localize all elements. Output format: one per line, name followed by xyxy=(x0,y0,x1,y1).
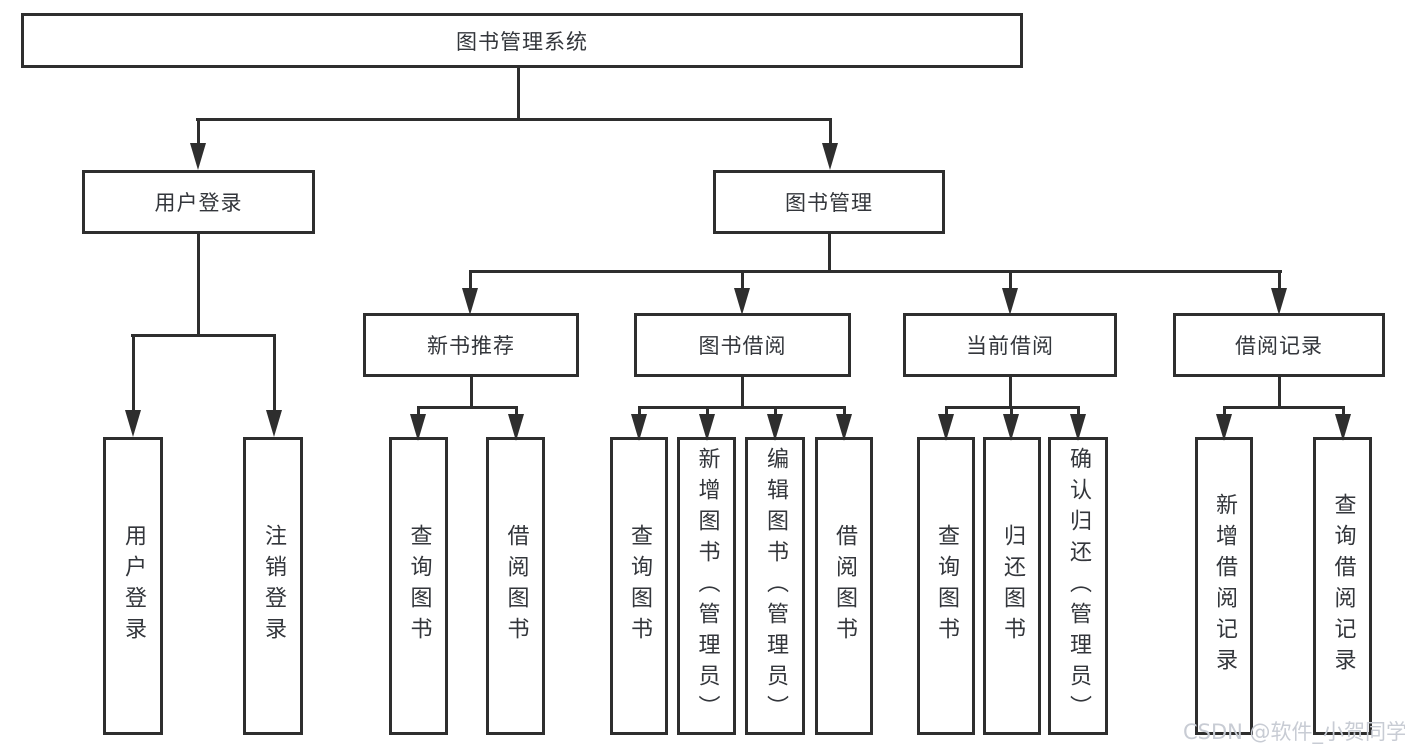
node-user-login: 用户登录 xyxy=(82,170,315,234)
node-label: 查询图书 xyxy=(627,524,652,648)
leaf-query-borrow-record: 查询借阅记录 xyxy=(1313,437,1372,735)
leaf-confirm-return-admin: 确认归还（管理员） xyxy=(1048,437,1108,735)
node-label: 用户登录 xyxy=(154,191,243,215)
arrow-down-icon xyxy=(821,118,839,170)
connector-line xyxy=(1278,377,1281,408)
node-label: 注销登录 xyxy=(261,524,286,648)
node-label: 图书管理 xyxy=(785,191,873,215)
leaf-logout: 注销登录 xyxy=(243,437,303,735)
connector-line xyxy=(469,270,1282,273)
watermark: CSDN @软件_小贺同学 xyxy=(1183,720,1405,744)
node-current-borrowing: 当前借阅 xyxy=(903,313,1117,377)
node-label: 编辑图书（管理员） xyxy=(763,446,788,726)
node-borrowing-records: 借阅记录 xyxy=(1173,313,1385,377)
connector-line xyxy=(470,377,473,408)
leaf-query-books-recommend: 查询图书 xyxy=(389,437,448,735)
node-label: 借阅记录 xyxy=(1235,334,1323,358)
arrow-down-icon xyxy=(124,335,142,437)
leaf-return-books: 归还图书 xyxy=(983,437,1041,735)
arrow-down-icon xyxy=(1215,406,1233,441)
node-label: 查询图书 xyxy=(934,524,959,648)
arrow-down-icon xyxy=(766,406,784,441)
node-label: 归还图书 xyxy=(1000,524,1025,648)
arrow-down-icon xyxy=(409,406,427,441)
connector-line xyxy=(197,233,200,337)
node-book-borrowing: 图书借阅 xyxy=(634,313,851,377)
node-label: 新增图书（管理员） xyxy=(694,446,720,726)
arrow-down-icon xyxy=(265,335,283,437)
arrow-down-icon xyxy=(507,406,525,441)
connector-line xyxy=(1223,406,1345,409)
arrow-down-icon xyxy=(698,406,716,441)
connector-line xyxy=(1009,377,1012,408)
arrow-down-icon xyxy=(835,406,853,441)
node-label: 确认归还（管理员） xyxy=(1066,446,1091,726)
leaf-edit-books-admin: 编辑图书（管理员） xyxy=(745,437,805,735)
leaf-add-books-admin: 新增图书（管理员） xyxy=(677,437,736,735)
leaf-query-books-borrowing: 查询图书 xyxy=(610,437,668,735)
connector-line xyxy=(638,406,846,409)
node-label: 查询借阅记录 xyxy=(1330,493,1356,679)
node-label: 用户登录 xyxy=(121,524,146,648)
arrow-down-icon xyxy=(1069,406,1087,441)
node-library-management-system: 图书管理系统 xyxy=(21,13,1023,68)
arrow-down-icon xyxy=(1334,406,1352,441)
node-label: 新增借阅记录 xyxy=(1212,493,1237,679)
arrow-down-icon xyxy=(1270,271,1288,315)
node-label: 图书管理系统 xyxy=(456,29,588,54)
connector-line xyxy=(417,406,518,409)
connector-line xyxy=(741,377,744,408)
leaf-add-borrow-record: 新增借阅记录 xyxy=(1195,437,1253,735)
leaf-borrow-books: 借阅图书 xyxy=(815,437,873,735)
connector-line xyxy=(945,406,1080,409)
arrow-down-icon xyxy=(1001,271,1019,315)
node-label: 当前借阅 xyxy=(966,334,1054,358)
connector-line xyxy=(131,334,276,337)
leaf-query-books-current: 查询图书 xyxy=(917,437,975,735)
leaf-borrow-books-recommend: 借阅图书 xyxy=(486,437,545,735)
leaf-user-login: 用户登录 xyxy=(103,437,163,735)
node-book-management: 图书管理 xyxy=(713,170,945,234)
connector-line xyxy=(828,234,831,273)
node-label: 查询图书 xyxy=(406,524,432,648)
arrow-down-icon xyxy=(461,271,479,315)
arrow-down-icon xyxy=(189,118,207,170)
node-label: 图书借阅 xyxy=(698,334,787,358)
node-new-book-recommend: 新书推荐 xyxy=(363,313,579,377)
connector-line xyxy=(517,68,520,121)
node-label: 借阅图书 xyxy=(503,524,529,648)
arrow-down-icon xyxy=(630,406,648,441)
arrow-down-icon xyxy=(1002,406,1020,441)
node-label: 借阅图书 xyxy=(832,524,857,648)
arrow-down-icon xyxy=(733,271,751,315)
connector-line xyxy=(196,118,832,121)
arrow-down-icon xyxy=(937,406,955,441)
node-label: 新书推荐 xyxy=(427,334,515,358)
